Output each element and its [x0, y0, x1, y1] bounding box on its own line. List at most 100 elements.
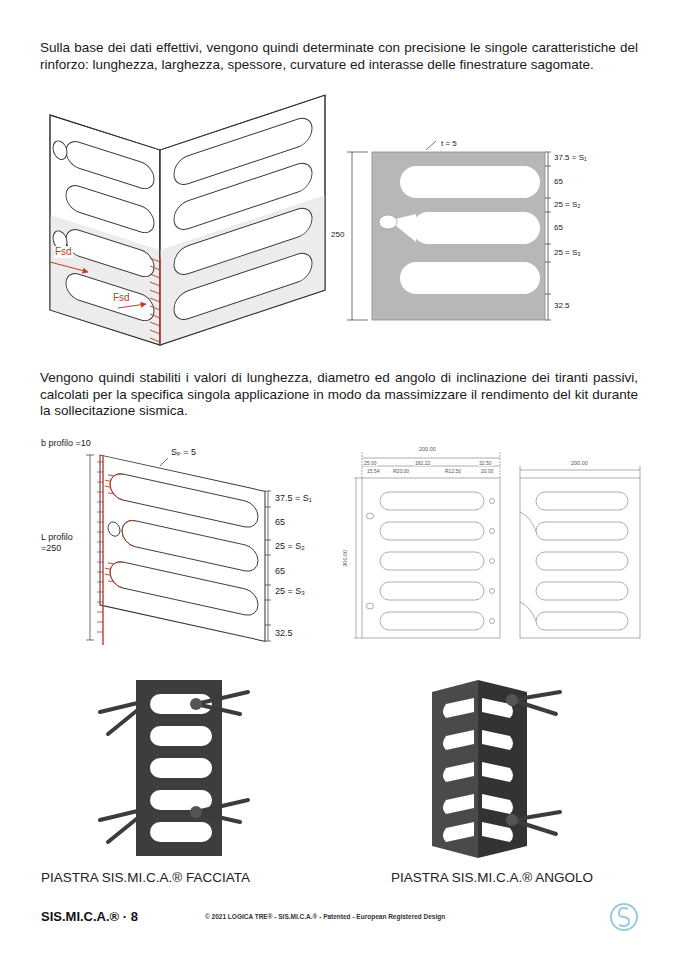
profile-line-part — [97, 472, 103, 473]
facade-plate-render-part — [150, 790, 212, 810]
profile-line-part — [97, 482, 103, 483]
plate-dimensions-part — [395, 214, 416, 242]
technical-drawing-part — [380, 522, 484, 540]
dimension-lines-part — [265, 507, 271, 508]
logo-mark — [611, 904, 637, 930]
hatch-arcs-part — [108, 581, 114, 582]
thickness-label: Sₚ = 5 — [170, 447, 197, 458]
hatch-arcs-part — [108, 563, 114, 564]
dimension-lines-part — [545, 294, 551, 295]
logo-mark-part — [611, 904, 637, 930]
dimension: 65 — [274, 566, 286, 577]
technical-drawing-part — [500, 452, 501, 478]
technical-drawing-part — [356, 478, 357, 638]
left-panel-part — [66, 138, 154, 192]
facade-plate-render-part — [150, 822, 212, 842]
corner-plate-render-part — [478, 680, 527, 858]
technical-drawing-part — [380, 552, 484, 570]
facade-plate-render-part — [190, 698, 202, 710]
dimension: 37.5 = S₁ — [553, 153, 588, 163]
dimension: 182.22 — [414, 460, 431, 466]
dimension-lines — [347, 141, 551, 320]
dimension-lines-part — [86, 455, 94, 456]
facade-plate-render-part — [150, 758, 212, 778]
left-panel-part — [50, 115, 160, 345]
right-panel-part — [160, 95, 325, 345]
technical-drawing-part — [490, 559, 495, 564]
facade-plate-render — [100, 680, 248, 856]
technical-drawing-part — [520, 478, 640, 638]
profile-line-part — [97, 582, 103, 583]
tie-rods-part — [512, 812, 560, 820]
hatch-arcs-part — [105, 574, 111, 575]
profile-line-part — [97, 592, 103, 593]
force-hatch-part — [150, 290, 160, 294]
page-footer: SIS.MI.C.A.® · 8 — [40, 909, 139, 925]
profile-line-part — [97, 622, 103, 623]
dimension-lines-part — [90, 455, 91, 640]
tie-rods-part — [196, 692, 248, 704]
technical-drawing-part — [362, 478, 500, 638]
slots — [443, 698, 513, 842]
dimension-lines-part — [265, 625, 271, 626]
hatch-arcs-part — [105, 486, 111, 487]
plate-dimensions-part — [400, 262, 540, 294]
force-arrows-part — [118, 304, 146, 308]
dimension-lines-part — [347, 320, 368, 321]
dimension-lines-part — [347, 152, 368, 153]
dimension: 250 — [330, 230, 345, 240]
slots-part — [443, 730, 474, 750]
plate-dimensions-part — [412, 212, 540, 244]
technical-drawing-part — [640, 466, 641, 478]
slots-part — [482, 794, 513, 814]
corner-plate-render-part — [432, 680, 478, 858]
force-arrows — [50, 262, 146, 308]
technical-drawing-part — [362, 458, 500, 459]
corner-plate-render-part — [506, 694, 518, 706]
hatch-arcs-part — [105, 480, 111, 481]
dimension: 200.00 — [418, 446, 437, 453]
dimension: 25 = S₂ — [553, 200, 581, 210]
profile-line-part — [97, 562, 103, 563]
dimension-lines-part — [265, 540, 271, 541]
tie-rods-part — [512, 820, 556, 834]
profile-line-part — [97, 492, 103, 493]
dimension-lines-part — [545, 198, 551, 199]
right-panel-part — [160, 95, 325, 345]
dimension-lines-part — [545, 244, 551, 245]
technical-drawing-part — [520, 602, 536, 621]
dimension-lines-part — [426, 141, 436, 150]
profile-width: b profilo =10 — [40, 438, 92, 449]
force-hatch-part — [150, 314, 160, 318]
left-panel-part — [66, 270, 154, 324]
dimension: 300.00 — [342, 549, 349, 568]
force-hatch-part — [150, 266, 160, 270]
dimension: 200.00 — [570, 460, 589, 467]
force-hatch-part — [150, 282, 160, 286]
force-hatch-part — [150, 274, 160, 278]
dimension: R12.50 — [444, 468, 462, 474]
dimension-lines-part — [265, 491, 271, 492]
profile-plate-sketch — [86, 455, 271, 645]
plate-dimensions-part — [379, 215, 397, 229]
dimension: 37.5 = S₁ — [274, 493, 313, 504]
technical-drawing-part — [490, 589, 495, 594]
dimension-lines-part — [86, 640, 94, 641]
force-hatch-part — [150, 306, 160, 310]
dimension: 65 — [553, 177, 564, 187]
dimension: 25 = S₃ — [274, 586, 306, 597]
body-paragraph: Vengono quindi stabiliti i valori di lun… — [40, 370, 638, 420]
profile-line-part — [97, 462, 103, 463]
body-paragraph: Sulla base dei dati effettivi, vengono q… — [40, 40, 638, 73]
left-panel — [50, 115, 160, 345]
tie-rods-part — [196, 812, 240, 822]
right-panel — [160, 95, 325, 345]
technical-drawing-part — [490, 499, 495, 504]
plate-dimensions — [347, 141, 551, 320]
tie-rods — [512, 692, 560, 834]
force-label: Fsd — [54, 246, 73, 258]
profile-line-part — [97, 502, 103, 503]
corner-plate-render — [432, 680, 560, 858]
technical-drawing-part — [354, 638, 362, 639]
